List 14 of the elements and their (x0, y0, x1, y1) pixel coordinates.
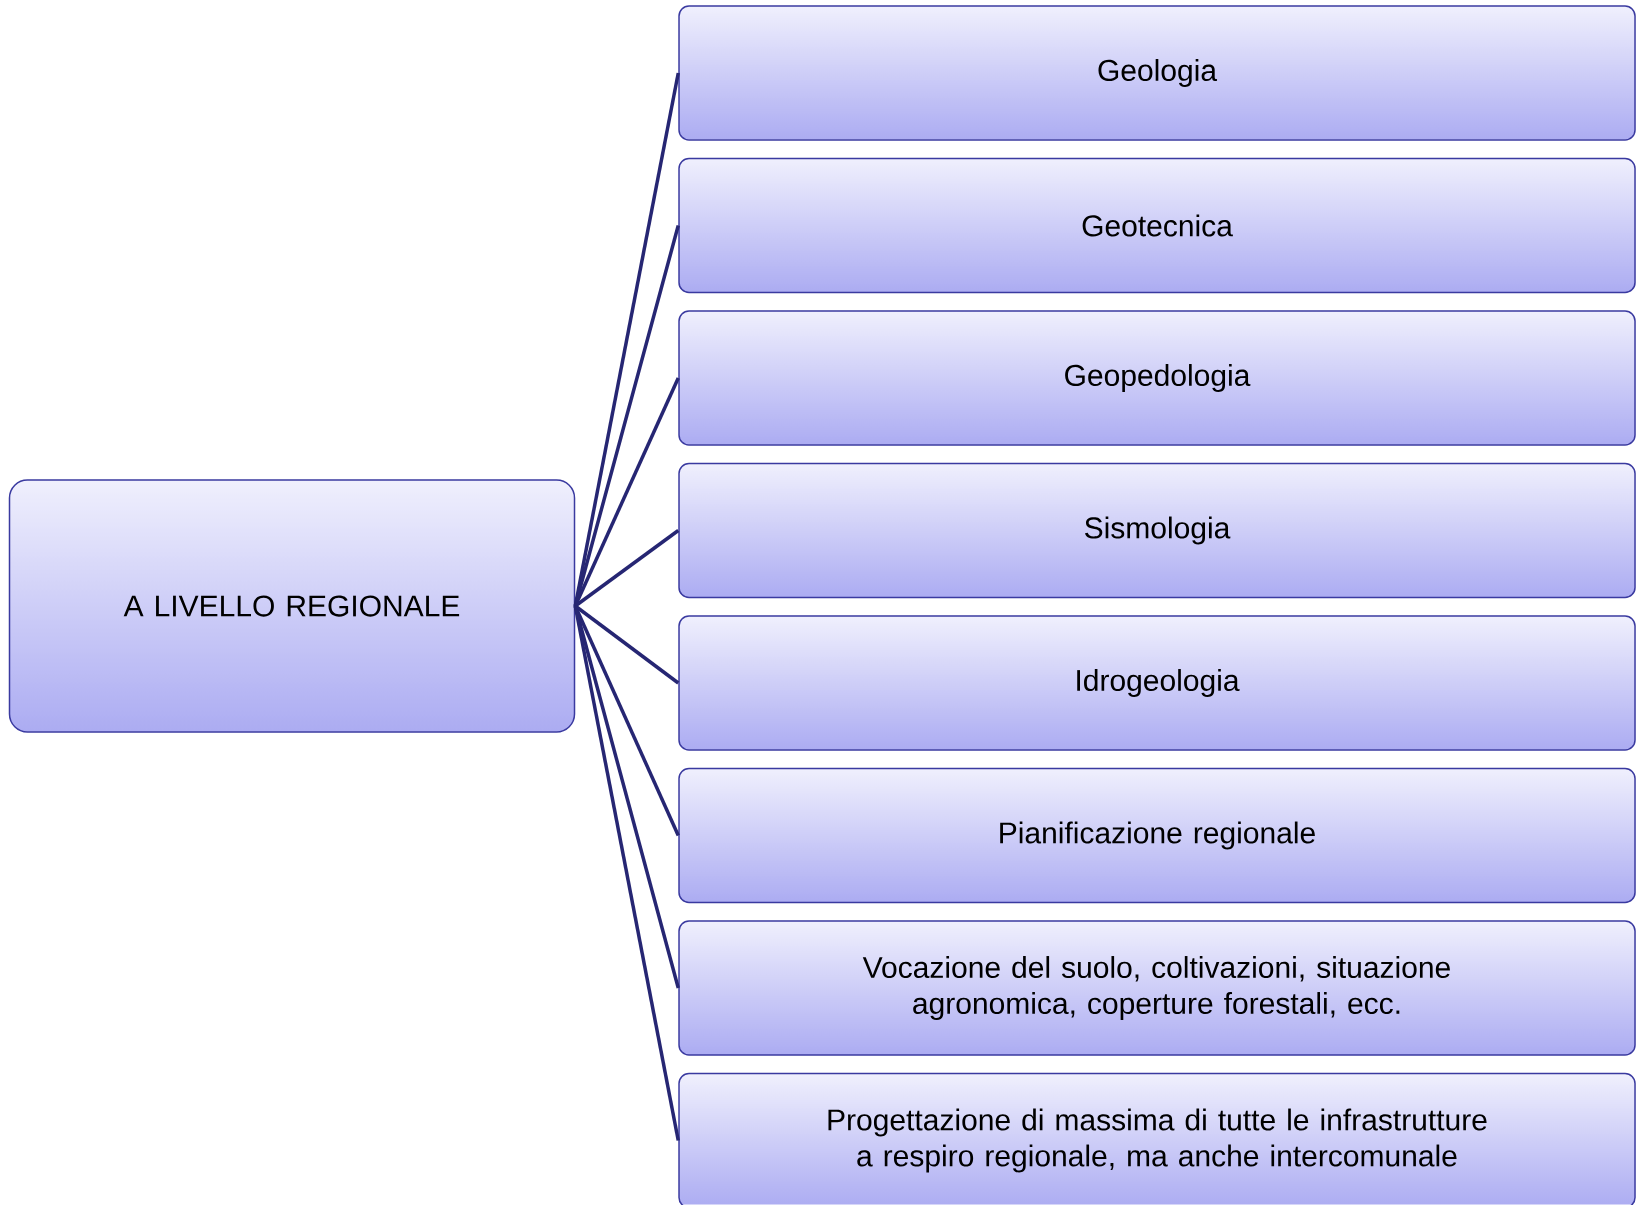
box: Vocazione del suolo, coltivazioni, situazione agronomica, coperture forestali, ecc. (678, 920, 1636, 1056)
connector-line (574, 604, 680, 685)
box: Pianificazione regionale (678, 767, 1636, 904)
box: Progettazione di massima di tutte le infrastrutture a respiro regionale, ma anche intercomunale (678, 1072, 1636, 1205)
connector-line (574, 529, 680, 608)
box: Geopedologia (678, 310, 1636, 446)
box: A LIVELLO REGIONALE (8, 479, 576, 733)
box: Geotecnica (678, 157, 1636, 294)
connector-line (573, 605, 680, 1141)
box: Sismologia (678, 462, 1636, 599)
connector-line (573, 605, 680, 837)
box: Idrogeologia (678, 615, 1636, 751)
connector-line (573, 377, 680, 607)
box: Geologia (678, 5, 1636, 141)
